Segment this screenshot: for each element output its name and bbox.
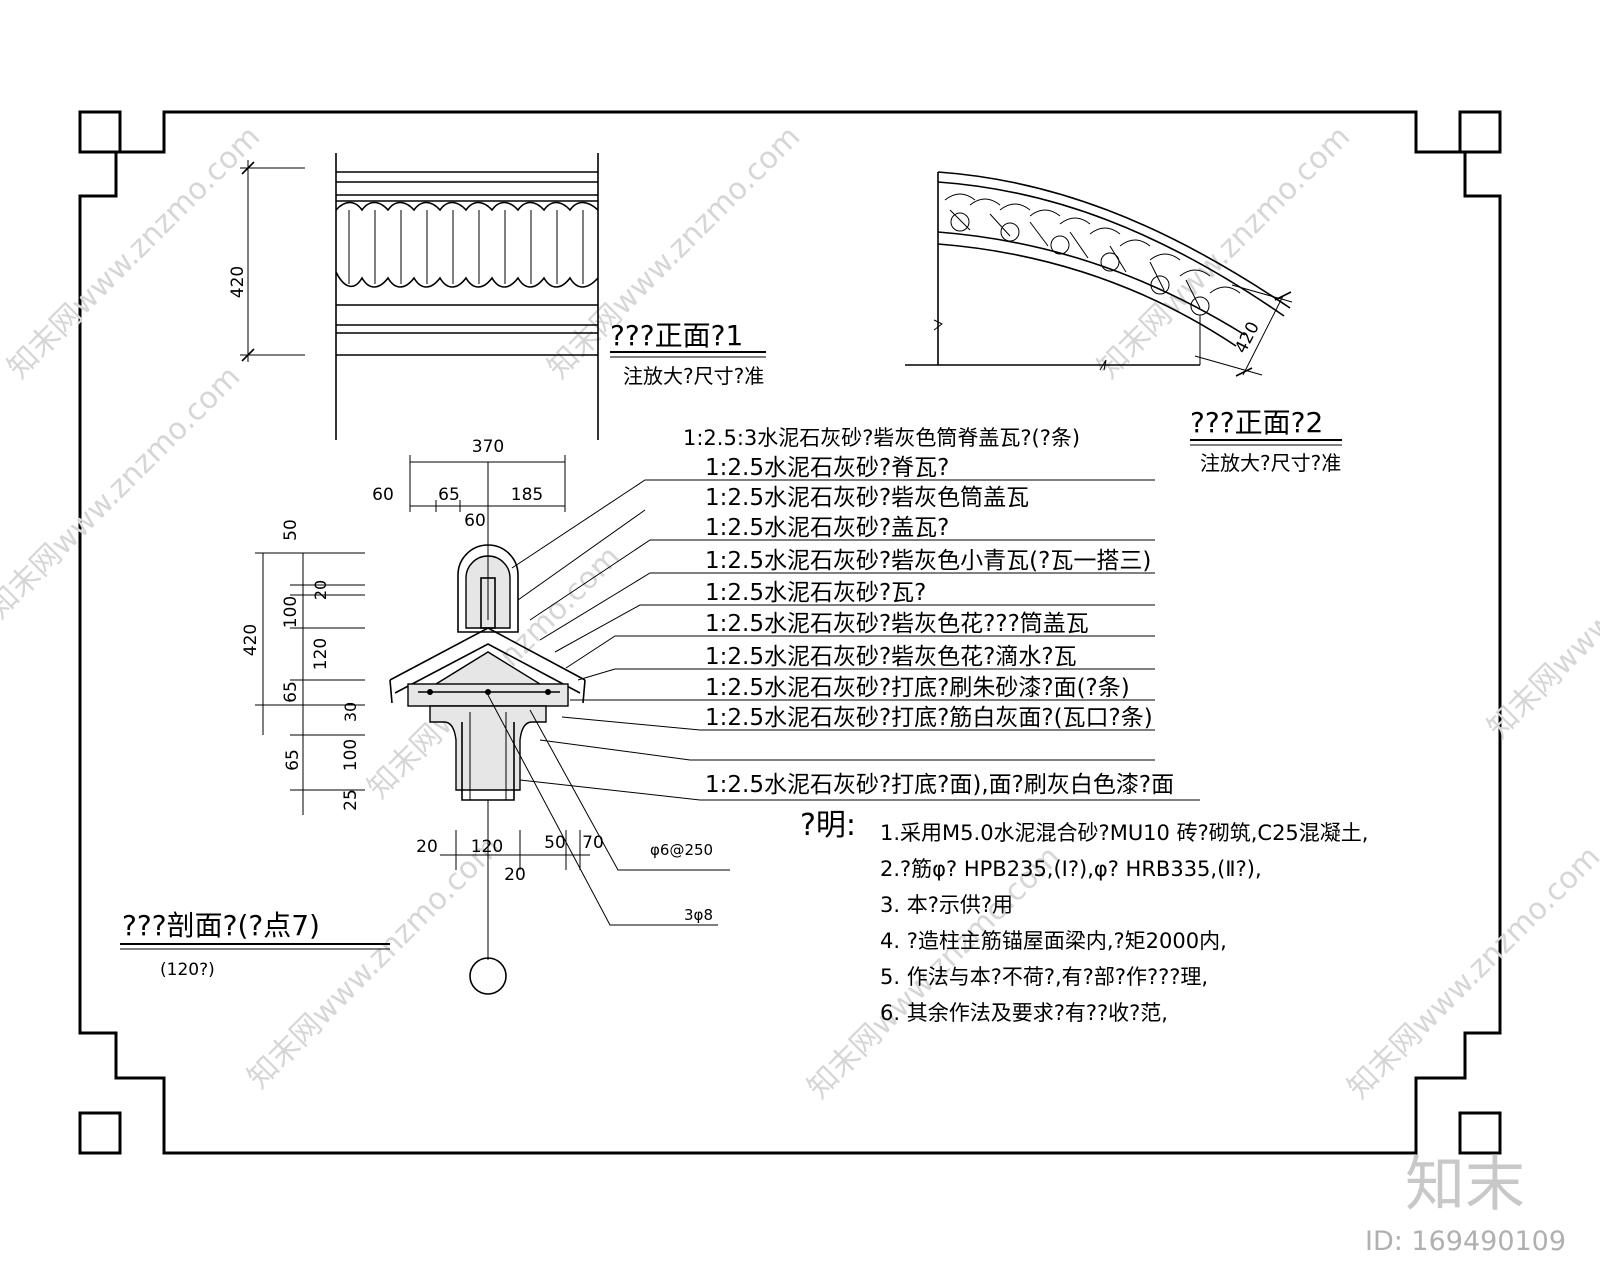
v2-subtitle: 注放大?尺寸?准 xyxy=(1200,451,1341,475)
callout-11: 1:2.5水泥石灰砂?打底?面),面?刷灰白色漆?面 xyxy=(705,772,1174,798)
callout-7: 1:2.5水泥石灰砂?砦灰色花???筒盖瓦 xyxy=(705,611,1089,637)
sec-dim-60b: 60 xyxy=(464,511,486,531)
callout-10: 1:2.5水泥石灰砂?打底?筋白灰面?(瓦口?条) xyxy=(705,705,1153,731)
callout-leaders xyxy=(511,479,1200,801)
sec-dim-bot-50: 50 xyxy=(544,833,566,853)
sec-dim-185: 185 xyxy=(511,485,543,505)
rebar-label-main: 3φ8 xyxy=(684,906,713,924)
callout-2: 1:2.5水泥石灰砂?脊瓦? xyxy=(705,455,949,481)
ridge-cap-tile xyxy=(457,544,519,633)
v2-title: ???正面?2 xyxy=(1190,406,1323,439)
note-3: 3. 本?示供?用 xyxy=(880,893,1013,917)
frame-corner-tr xyxy=(1458,110,1502,154)
sec-dim-100a: 100 xyxy=(281,596,301,628)
v1-subtitle: 注放大?尺寸?准 xyxy=(623,364,764,388)
callout-3: 1:2.5水泥石灰砂?砦灰色筒盖瓦 xyxy=(705,485,1029,511)
frame-corner-br xyxy=(1458,1111,1502,1155)
sec-dim-30: 30 xyxy=(341,702,360,722)
brand-watermark: 知末 ID: 169490109 xyxy=(1365,1150,1566,1257)
v1-dim-height: 420 xyxy=(228,266,248,298)
ridge-section: 370 60 65 185 60 420 65 50 20 100 120 65… xyxy=(120,437,730,995)
watermark-text-9: 知末网www.znzmo.com xyxy=(1341,839,1600,1105)
sec-dim-25: 25 xyxy=(341,789,361,811)
sec-dim-bot-20b: 20 xyxy=(504,865,526,885)
sec-dim-420: 420 xyxy=(241,624,261,656)
note-1: 1.采用M5.0水泥混合砂?MU10 砖?砌筑,C25混凝土, xyxy=(880,821,1368,845)
design-notes: ?明: 1.采用M5.0水泥混合砂?MU10 砖?砌筑,C25混凝土, 2.?筋… xyxy=(800,808,1368,1025)
sec-dim-120: 120 xyxy=(311,638,331,670)
note-2: 2.?筋φ? HPB235,(Ⅰ?),φ? HRB335,(Ⅱ?), xyxy=(880,857,1262,881)
ridge-elevation-1: 420 ???正面?1 注放大?尺寸?准 xyxy=(228,153,766,440)
section-title: ???剖面?(?点7) xyxy=(122,909,320,942)
watermark-text-1: 知末网www.znzmo.com xyxy=(1,119,267,385)
sec-dim-bot-120: 120 xyxy=(471,837,503,857)
sec-dim-bot-70: 70 xyxy=(582,833,604,853)
callout-texts: 1:2.5:3水泥石灰砂?砦灰色筒脊盖瓦?(?条) 1:2.5水泥石灰砂?脊瓦?… xyxy=(683,426,1174,798)
rebar-label-stirrup: φ6@250 xyxy=(650,841,713,859)
sec-dim-370: 370 xyxy=(472,437,504,457)
axis-bubble xyxy=(469,957,507,995)
sec-dim-100b: 100 xyxy=(341,739,361,771)
brand-id: ID: 169490109 xyxy=(1365,1226,1566,1257)
callout-9: 1:2.5水泥石灰砂?打底?刷朱砂漆?面(?条) xyxy=(705,675,1130,701)
ridge-column xyxy=(429,705,547,791)
v2-dim-height: 420 xyxy=(1231,319,1264,357)
sec-dim-50: 50 xyxy=(281,519,301,541)
curved-tile-row xyxy=(944,193,1241,316)
section-subtitle: (120?) xyxy=(160,960,215,980)
ridge-elevation-2: 420 ???正面?2 注放大?尺寸?准 xyxy=(905,171,1342,475)
sec-dim-65: 65 xyxy=(438,485,460,505)
notes-heading: ?明: xyxy=(800,808,856,843)
brand-logo: 知末 xyxy=(1405,1150,1525,1220)
callout-6: 1:2.5水泥石灰砂?瓦? xyxy=(705,580,926,606)
frame-corner-bl xyxy=(78,1111,122,1155)
watermark-text-3: 知末网www.znzmo.com xyxy=(1091,119,1357,385)
callout-8: 1:2.5水泥石灰砂?砦灰色花?滴水?瓦 xyxy=(705,644,1077,670)
sec-dim-65-outer: 65 xyxy=(283,749,303,771)
watermark-text-4: 知末网www.znzmo.com xyxy=(0,359,247,625)
v1-title: ???正面?1 xyxy=(610,319,743,352)
sec-dim-60a: 60 xyxy=(372,485,394,505)
callout-1: 1:2.5:3水泥石灰砂?砦灰色筒脊盖瓦?(?条) xyxy=(683,426,1080,450)
frame-corner-tl xyxy=(78,110,122,154)
note-6: 6. 其余作法及要求?有??收?范, xyxy=(880,1001,1168,1025)
ridge-tile-row xyxy=(335,201,599,212)
watermark-text-7: 知末网www.znzmo.com xyxy=(241,829,507,1095)
sec-dim-bot-20a: 20 xyxy=(416,837,438,857)
note-4: 4. ?造柱主筋锚屋面梁内,?矩2000内, xyxy=(880,929,1227,953)
callout-5: 1:2.5水泥石灰砂?砦灰色小青瓦(?瓦一搭三) xyxy=(705,548,1151,574)
callout-4: 1:2.5水泥石灰砂?盖瓦? xyxy=(705,515,949,541)
sec-dim-20: 20 xyxy=(311,580,330,600)
sec-dim-65-inner: 65 xyxy=(281,681,301,703)
drawing-frame xyxy=(78,110,1502,1155)
note-5: 5. 作法与本?不荷?,有?部?作???理, xyxy=(880,965,1208,989)
